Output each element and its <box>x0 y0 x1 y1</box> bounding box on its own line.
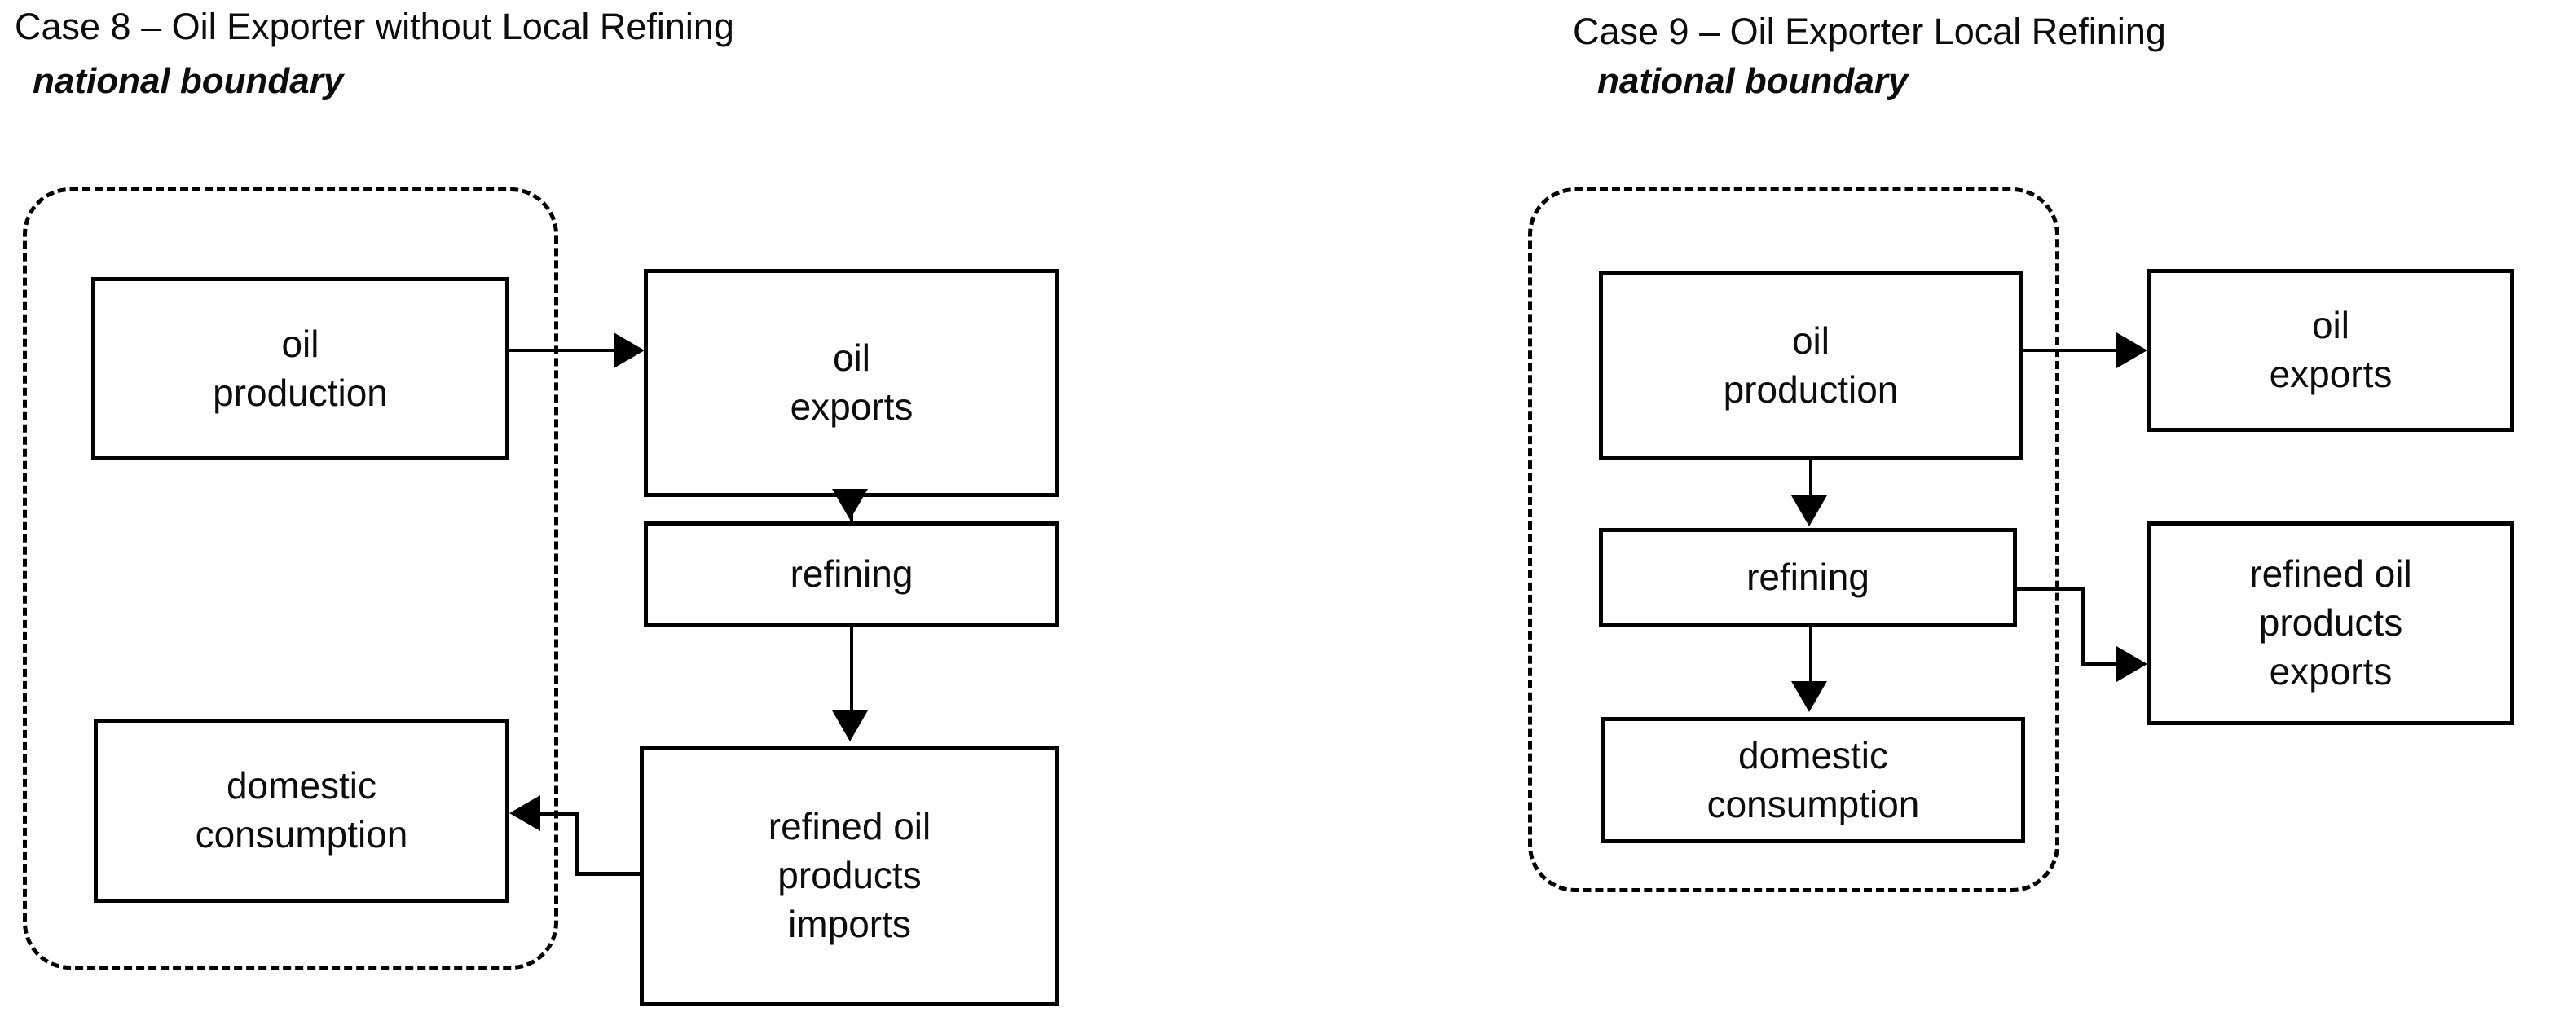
node-oil-production-right-label: oil production <box>1723 319 1899 411</box>
arrowhead-imports-to-domestic-left <box>509 795 540 831</box>
node-oil-production-left[interactable]: oil production <box>91 277 509 460</box>
connector-production-to-exports-left <box>509 349 614 352</box>
connector-imports-elbow-top-left <box>540 812 579 816</box>
node-domestic-consumption-left[interactable]: domestic consumption <box>94 719 509 903</box>
connector-production-to-refining-right <box>1809 460 1812 497</box>
connector-production-to-exports-right <box>2023 349 2116 352</box>
node-domestic-consumption-right[interactable]: domestic consumption <box>1601 717 2025 843</box>
node-domestic-consumption-left-label: domestic consumption <box>195 764 408 856</box>
arrowhead-production-to-exports-left <box>614 332 645 368</box>
arrowhead-exports-to-refining-left <box>832 489 868 520</box>
panel-case-8: Case 8 – Oil Exporter without Local Refi… <box>0 0 1271 1025</box>
node-refining-right-label: refining <box>1746 556 1869 599</box>
connector-imports-elbow-riser-left <box>575 812 579 876</box>
node-oil-exports-left-label: oil exports <box>790 337 914 428</box>
connector-refining-elbow-top-right <box>2015 587 2085 591</box>
panel-title-case-9: Case 9 – Oil Exporter Local Refining <box>1573 11 2166 52</box>
node-oil-exports-right-label: oil exports <box>2269 304 2393 395</box>
node-refined-oil-products-exports-right-label: refined oil products exports <box>2249 552 2412 693</box>
national-boundary-label-right: national boundary <box>1597 61 1909 101</box>
arrowhead-production-to-refining-right <box>1791 495 1827 526</box>
node-domestic-consumption-right-label: domestic consumption <box>1706 733 1920 825</box>
arrowhead-production-to-exports-right <box>2116 332 2147 368</box>
connector-refining-elbow-bottom-right <box>2081 662 2117 666</box>
node-oil-production-left-label: oil production <box>213 322 388 414</box>
node-refined-oil-products-imports-left-label: refined oil products imports <box>768 805 931 945</box>
arrowhead-refining-to-imports-left <box>832 710 868 741</box>
node-refined-oil-products-imports-left[interactable]: refined oil products imports <box>640 746 1059 1006</box>
node-refining-right[interactable]: refining <box>1599 528 2017 627</box>
national-boundary-label-left: national boundary <box>33 61 344 101</box>
node-oil-exports-right[interactable]: oil exports <box>2147 269 2514 432</box>
node-refining-left[interactable]: refining <box>644 521 1059 627</box>
connector-refining-elbow-riser-right <box>2081 587 2085 666</box>
panel-case-9: Case 9 – Oil Exporter Local Refining nat… <box>1271 0 2576 1025</box>
node-oil-exports-left[interactable]: oil exports <box>644 269 1059 497</box>
connector-imports-elbow-bottom-left <box>575 872 644 876</box>
arrowhead-refining-to-refined-exports-right <box>2116 646 2147 682</box>
connector-refining-to-imports-left <box>850 627 853 715</box>
node-oil-production-right[interactable]: oil production <box>1599 271 2023 460</box>
national-boundary-outline-left <box>23 187 558 970</box>
national-boundary-outline-right <box>1528 187 2059 892</box>
node-refined-oil-products-exports-right[interactable]: refined oil products exports <box>2147 521 2514 725</box>
connector-refining-to-domestic-right <box>1809 627 1812 683</box>
panel-title-case-8: Case 8 – Oil Exporter without Local Refi… <box>15 6 734 47</box>
arrowhead-refining-to-domestic-right <box>1791 681 1827 712</box>
node-refining-left-label: refining <box>790 552 914 596</box>
